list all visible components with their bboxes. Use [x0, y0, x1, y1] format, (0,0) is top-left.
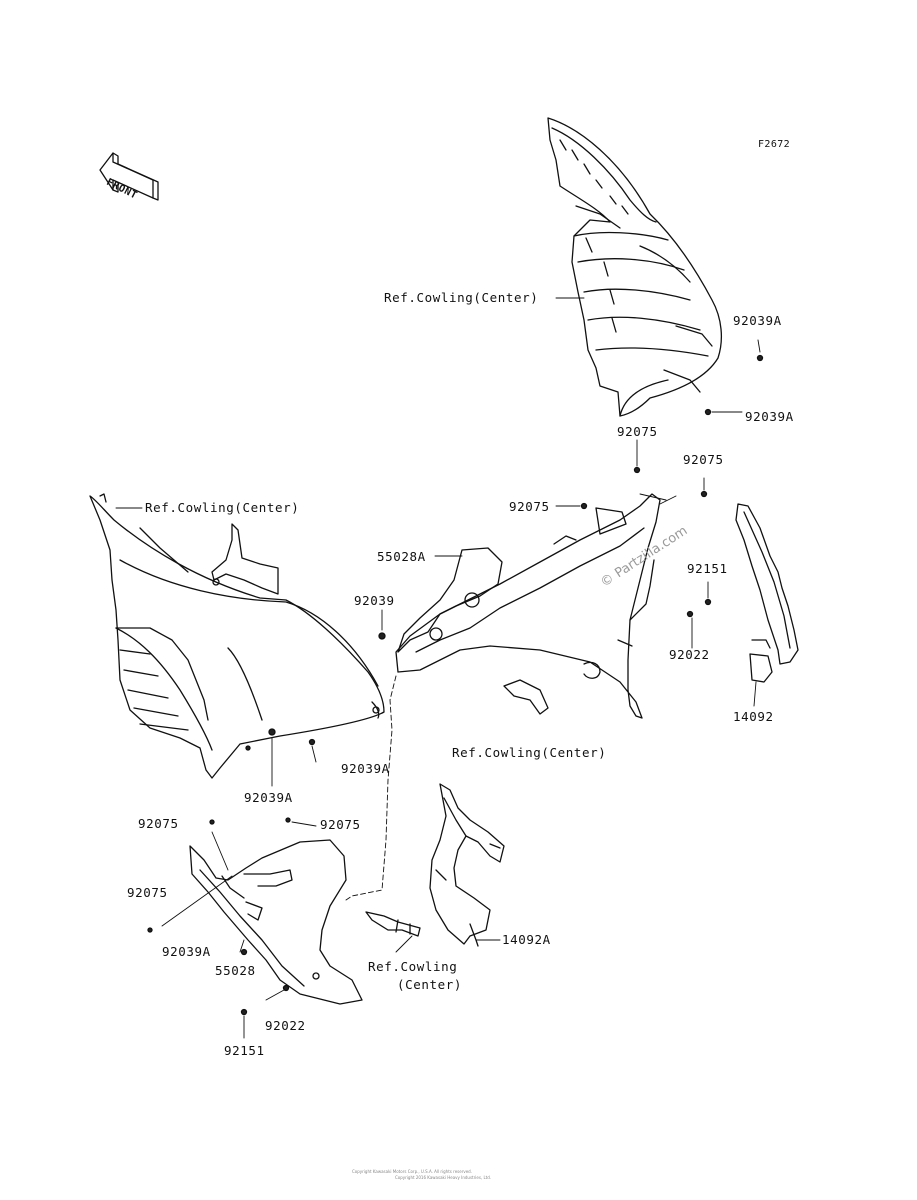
part-92039a-right-top-label: 92039A: [733, 313, 782, 328]
part-92075-lower-left2-label: 92075: [127, 885, 168, 900]
footer-line-2: Copyright 2016 Kawasaki Heavy Industries…: [395, 1175, 492, 1180]
lower-bracket: [365, 911, 421, 937]
ref-cowling-center-upper-label: Ref.Cowling(Center): [384, 290, 539, 305]
ref-cowling-line2-label: (Center): [397, 977, 463, 992]
leader-lines: [115, 297, 761, 1039]
fasteners: [147, 354, 764, 1016]
part-55028-label: 55028: [215, 963, 256, 978]
part-92075-lower-right-label: 92075: [320, 817, 361, 832]
part-92039a-mid-label: 92039A: [341, 761, 390, 776]
part-92075-right-label: 92075: [683, 452, 724, 467]
front-arrow-icon: [99, 152, 159, 201]
ref-cowling-line1-label: Ref.Cowling: [368, 959, 458, 974]
middle-right-panel: [395, 493, 661, 719]
part-14092-label: 14092: [733, 709, 774, 724]
footer-line-1: Copyright Kawasaki Motors Corp., U.S.A. …: [352, 1169, 472, 1174]
part-14092a-label: 14092A: [502, 932, 551, 947]
part-92039-label: 92039: [354, 593, 395, 608]
part-92151-lower-label: 92151: [224, 1043, 265, 1058]
upper-cowling-part: [547, 117, 723, 417]
bracket-14092a: [429, 783, 505, 947]
bracket-14092: [735, 503, 799, 683]
part-92075-upper-label: 92075: [617, 424, 658, 439]
part-92022-lower-label: 92022: [265, 1018, 306, 1033]
part-92022-right-label: 92022: [669, 647, 710, 662]
part-55028a-label: 55028A: [377, 549, 426, 564]
ref-cowling-center-left-label: Ref.Cowling(Center): [145, 500, 300, 515]
part-92039a-right-low-label: 92039A: [745, 409, 794, 424]
lower-left-cowl: [189, 839, 363, 1005]
part-92039a-lower-label: 92039A: [162, 944, 211, 959]
part-92151-right-label: 92151: [687, 561, 728, 576]
part-92039a-left-label: 92039A: [244, 790, 293, 805]
part-92075-lower-left-label: 92075: [138, 816, 179, 831]
part-92075-mid-label: 92075: [509, 499, 550, 514]
ref-cowling-center-mid-label: Ref.Cowling(Center): [452, 745, 607, 760]
figure-code: F2672: [758, 139, 791, 150]
left-side-panel: [89, 493, 385, 779]
